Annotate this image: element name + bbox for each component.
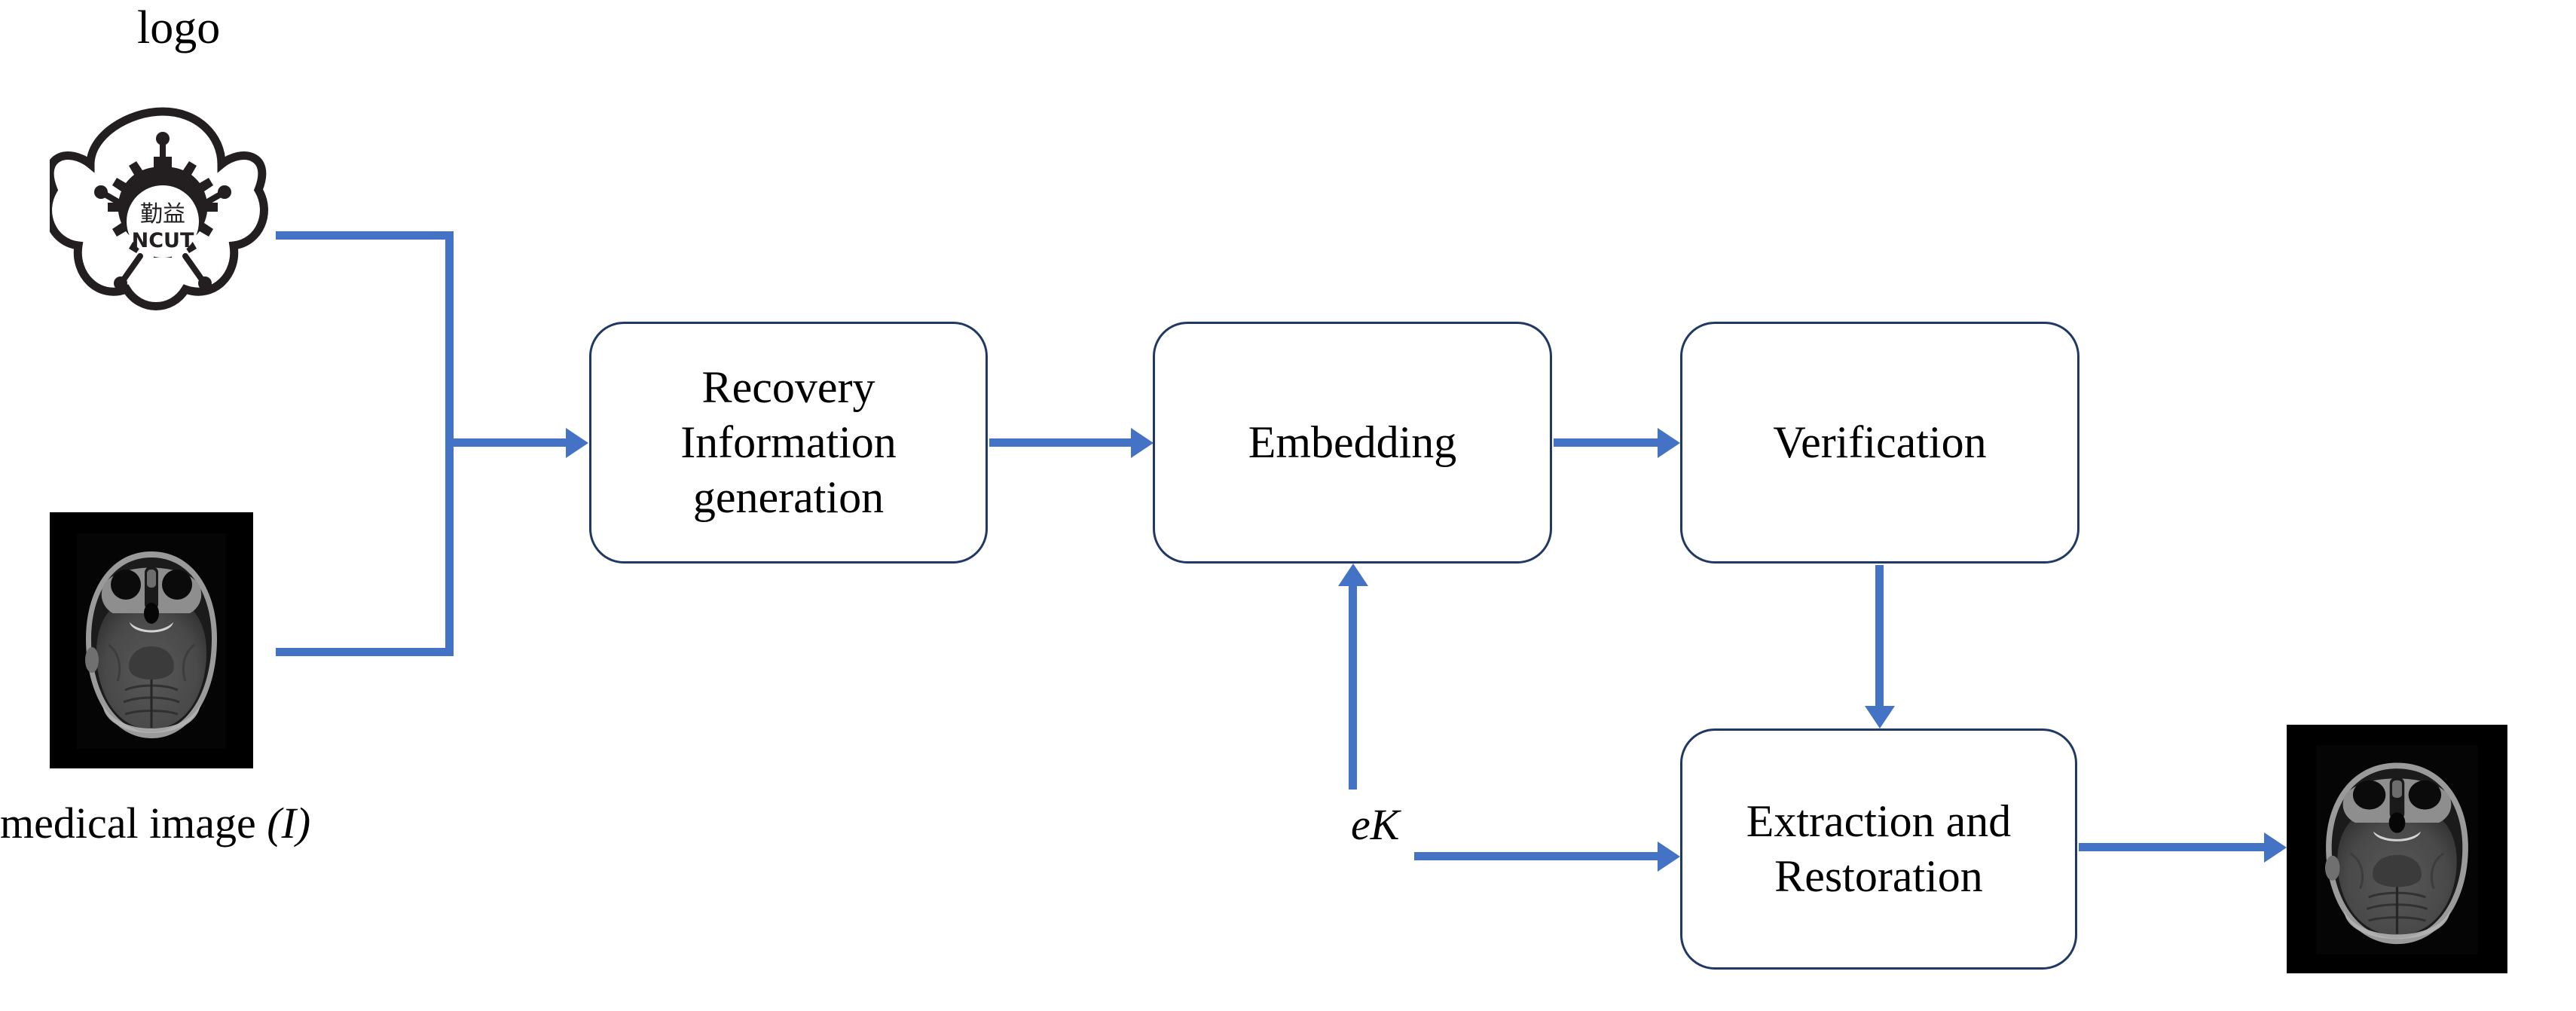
arrowhead-into-extraction-top [1865,706,1895,728]
process-box-embedding-label: Embedding [1248,417,1457,467]
input-image-caption-symbol: (I) [267,799,311,848]
arrowhead-into-verification [1658,428,1680,458]
process-box-recovery-label: Recovery Information generation [680,362,897,523]
process-box-embedding[interactable]: Embedding [1153,322,1552,564]
process-box-extraction-and-restoration[interactable]: Extraction and Restoration [1680,728,2077,970]
connector-embedding-to-verification [1554,438,1658,447]
input-image-caption-main: medical image [0,799,256,848]
process-box-verification-label: Verification [1773,417,1987,467]
arrowhead-into-recovery [566,428,588,458]
process-box-extraction-label: Extraction and Restoration [1746,796,2012,901]
connector-extraction-to-output [2079,843,2264,851]
process-box-verification[interactable]: Verification [1680,322,2079,564]
logo-caption: logo [137,2,221,53]
arrowhead-into-embedding [1131,428,1154,458]
connector-ek-to-extraction [1414,852,1658,860]
connector-logo-horizontal [276,231,454,240]
output-medical-image [2287,725,2507,973]
arrowhead-into-output-image [2264,832,2287,863]
svg-text:勤益: 勤益 [140,201,185,228]
connector-recovery-to-embedding [989,438,1131,447]
ncut-logo-icon: 勤益 NCUT [44,95,276,321]
process-box-recovery-information-generation[interactable]: Recovery Information generation [589,322,988,564]
input-medical-image [50,512,253,768]
key-label-ek: eK [1351,800,1400,849]
arrowhead-into-extraction-left [1658,841,1680,872]
arrowhead-into-embedding-bottom [1338,564,1368,586]
connector-ek-to-embedding [1349,586,1357,790]
input-image-caption: medical image (I) [0,802,310,845]
connector-merge-to-recovery [445,438,566,447]
connector-verification-to-extraction [1875,565,1884,706]
svg-text:NCUT: NCUT [132,229,194,252]
connector-image-horizontal [276,648,454,656]
